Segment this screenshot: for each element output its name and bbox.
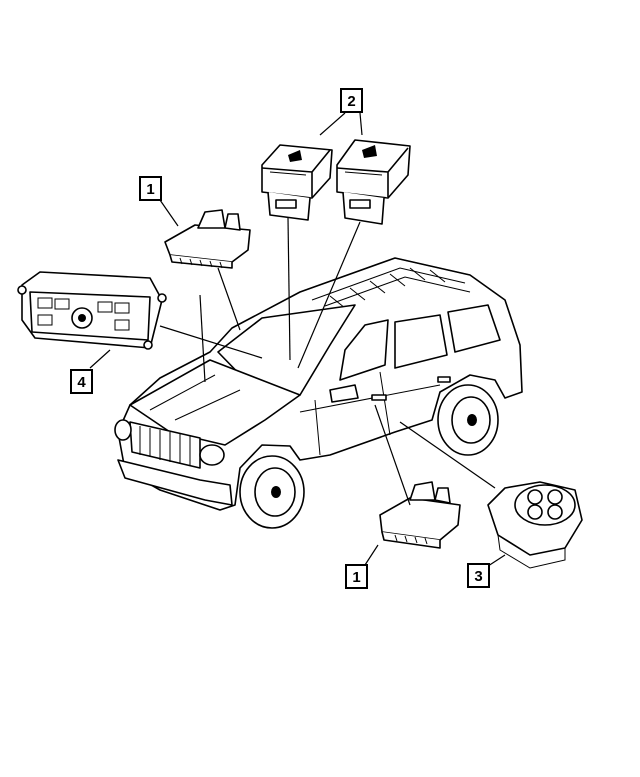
climate-control-panel (17, 271, 167, 350)
callout-3-label: 3 (474, 568, 482, 585)
leader-lines (89, 112, 506, 569)
callout-2: 2 (340, 88, 363, 113)
callout-1-lower-label: 1 (352, 569, 360, 586)
callout-1-upper-label: 1 (146, 181, 154, 198)
callout-3: 3 (467, 563, 490, 588)
callout-1-lower: 1 (345, 564, 368, 589)
seat-heater-switch-right (336, 139, 411, 225)
callout-4: 4 (70, 369, 93, 394)
seat-heater-switch-left (261, 144, 333, 221)
callout-4-label: 4 (77, 374, 86, 391)
power-seat-switch-upper (164, 209, 251, 269)
callout-1-upper: 1 (139, 176, 162, 201)
callout-2-label: 2 (347, 93, 355, 110)
power-seat-switch-lower (379, 481, 461, 549)
seat-memory-module (487, 481, 583, 569)
vehicle-illustration (114, 257, 523, 529)
